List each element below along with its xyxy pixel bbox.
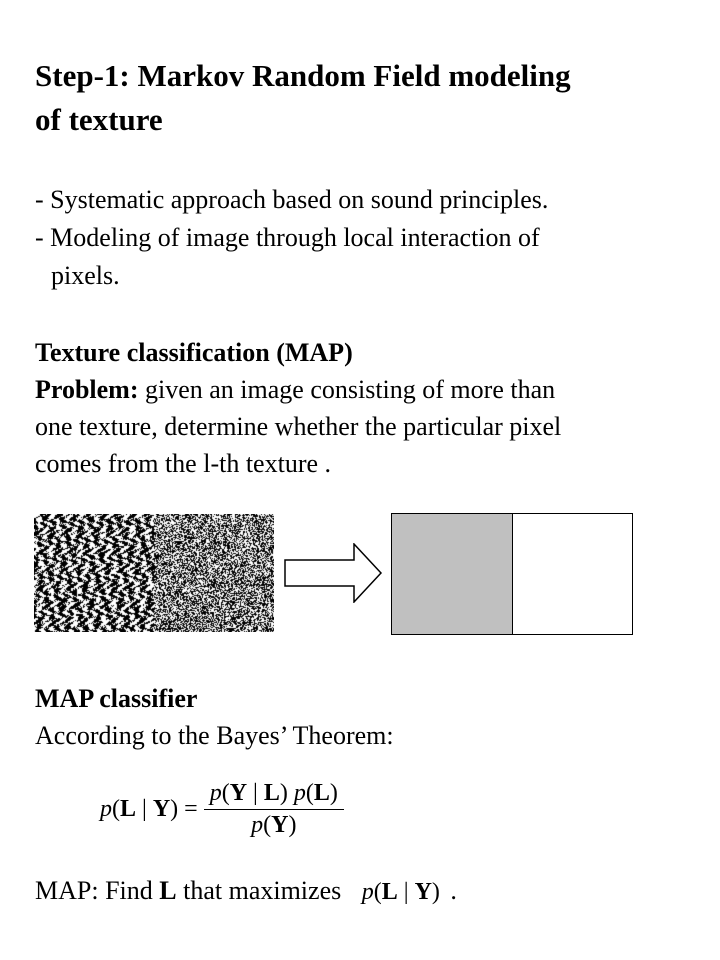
- map-objective-suffix: that maximizes: [176, 876, 342, 905]
- bayes-formula: p(L | Y) = p(Y | L) p(L) p(Y): [100, 780, 344, 839]
- slide-title-line-1: Step-1: Markov Random Field modeling: [35, 58, 571, 93]
- slide-title: Step-1: Markov Random Field modeling of …: [35, 54, 695, 142]
- slide-title-line-2: of texture: [35, 102, 163, 137]
- problem-text-3: comes from the l-th texture .: [35, 449, 332, 478]
- bullet-modeling-image-continued: pixels.: [51, 261, 120, 290]
- bullet-modeling-image: - Modeling of image through local intera…: [35, 223, 540, 252]
- map-objective-prefix: MAP: Find: [35, 876, 160, 905]
- segment-texture-2: [512, 514, 632, 634]
- segmentation-result: [391, 513, 633, 635]
- bayes-theorem-line: According to the Bayes’ Theorem:: [35, 721, 394, 750]
- map-objective-line: MAP: Find L that maximizes p(L | Y) .: [35, 872, 705, 911]
- texture-section: Texture classification (MAP) Problem: gi…: [35, 334, 705, 482]
- problem-line-1: Problem: given an image consisting of mo…: [35, 371, 705, 408]
- bayes-fraction: p(Y | L) p(L) p(Y): [203, 780, 344, 839]
- posterior-expression: p(L | Y): [361, 879, 440, 905]
- problem-text-1: given an image consisting of more than: [138, 375, 556, 404]
- bullet-systematic-approach: - Systematic approach based on sound pri…: [35, 185, 549, 214]
- map-objective-period: .: [450, 876, 457, 905]
- map-classifier-heading: MAP classifier: [35, 684, 198, 713]
- arrow-right-icon: [284, 543, 383, 603]
- map-section: MAP classifier According to the Bayes’ T…: [35, 680, 705, 754]
- texture-image: [34, 514, 274, 632]
- problem-label: Problem:: [35, 375, 139, 404]
- problem-text-2: one texture, determine whether the parti…: [35, 412, 562, 441]
- segment-texture-1: [392, 514, 513, 634]
- map-objective-L: L: [159, 876, 177, 905]
- texture-classification-heading: Texture classification (MAP): [35, 338, 353, 367]
